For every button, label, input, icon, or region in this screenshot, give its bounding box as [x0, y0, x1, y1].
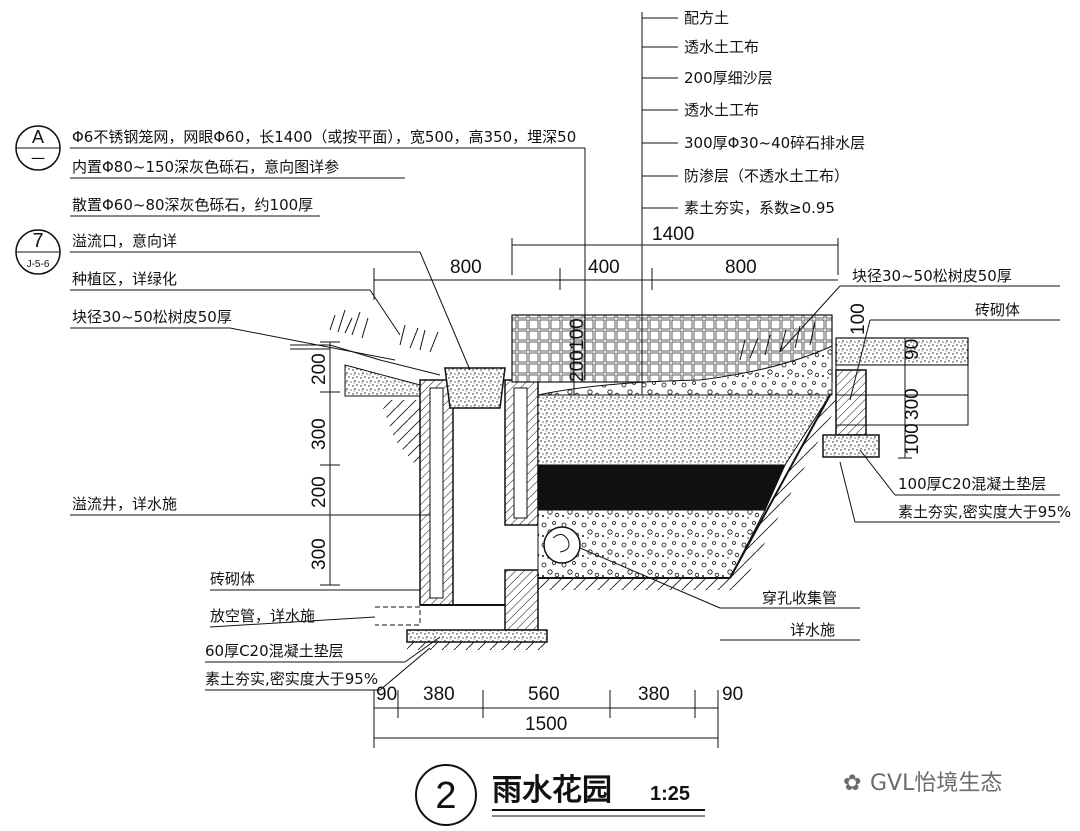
dim-mid-v1: 200 — [567, 350, 588, 382]
dim-top-right: 800 — [725, 257, 757, 278]
label-planting: 种植区，详绿化 — [72, 270, 177, 288]
watermark-text: GVL怡境生态 — [870, 771, 1002, 796]
label-overflow-port: 溢流口，意向详 — [72, 232, 177, 250]
dim-left-v2: 300 — [309, 418, 330, 450]
grass-plants-right — [739, 321, 816, 361]
overflow-well-right-wall-lower — [504, 569, 539, 631]
dim-bottom-3: 560 — [528, 684, 560, 705]
grass-plants-left — [329, 309, 439, 353]
layer-label-2: 透水土工布 — [684, 38, 759, 56]
dim-top-total: 1400 — [652, 224, 694, 245]
layer-label-7: 素土夯实，系数≥0.95 — [684, 199, 835, 217]
wechat-icon: ✿ — [843, 770, 861, 795]
dim-left-v4: 300 — [309, 538, 330, 570]
overflow-grate — [444, 367, 506, 409]
detail-number: 2 — [435, 775, 456, 817]
dim-right-v4: 90 — [902, 339, 923, 360]
bubble-ref-bottom: J-5-6 — [27, 259, 50, 270]
dim-top-mid: 400 — [588, 257, 620, 278]
dim-bottom-5: 90 — [722, 684, 743, 705]
fine-sand-layer — [537, 464, 786, 511]
dim-right-v1: 100 — [848, 303, 869, 335]
concrete-footing-right — [822, 434, 880, 458]
bubble-ref: 7 J-5-6 — [15, 229, 61, 275]
bubble-ref-top: 7 — [32, 230, 43, 252]
label-bark-right: 块径30~50松树皮50厚 — [852, 267, 1012, 285]
dim-right-v2: 300 — [902, 388, 923, 420]
label-compact-left: 素土夯实,密实度大于95% — [205, 670, 378, 688]
bubble-a-bottom: 一 — [31, 151, 45, 167]
layer-label-6: 防渗层（不透水土工布） — [684, 167, 849, 185]
dim-top-left: 800 — [450, 257, 482, 278]
dim-bottom-2: 380 — [423, 684, 455, 705]
concrete-pad-left — [406, 629, 548, 643]
dim-bottom-total: 1500 — [525, 714, 567, 735]
label-scatter-gravel: 散置Φ60~80深灰色砾石，约100厚 — [72, 196, 313, 214]
label-brick-right: 砖砌体 — [975, 301, 1020, 319]
soil-mix-layer — [537, 394, 831, 466]
dim-left-v3: 200 — [309, 476, 330, 508]
layer-label-1: 配方土 — [684, 9, 729, 27]
label-pipe-detail: 详水施 — [790, 621, 835, 639]
dim-mid-v2: 100 — [567, 318, 588, 350]
bubble-a: A 一 — [15, 125, 61, 171]
watermark: ✿ GVL怡境生态 — [843, 770, 1002, 796]
drawing-scale: 1:25 — [650, 783, 690, 805]
brick-wall-right — [835, 369, 867, 436]
label-concrete-right: 100厚C20混凝土垫层 — [898, 475, 1046, 493]
dimension-lines — [320, 238, 912, 748]
label-bark-left: 块径30~50松树皮50厚 — [72, 308, 232, 326]
label-perforated-pipe: 穿孔收集管 — [762, 589, 837, 607]
dim-bottom-1: 90 — [376, 684, 397, 705]
label-concrete-left: 60厚C20混凝土垫层 — [205, 642, 344, 660]
layer-label-4: 透水土工布 — [684, 101, 759, 119]
drawing-title: 雨水花园 — [492, 773, 612, 808]
bubble-a-top: A — [32, 127, 44, 147]
label-drain-pipe: 放空管，详水施 — [210, 607, 315, 625]
label-inner-gravel: 内置Φ80~150深灰色砾石，意向图详参 — [72, 158, 339, 176]
label-cage: Φ6不锈钢笼网，网眼Φ60，长1400（或按平面），宽500，高350，埋深50 — [72, 128, 576, 146]
label-overflow-well: 溢流井，详水施 — [72, 495, 177, 513]
layer-label-5: 300厚Φ30~40碎石排水层 — [684, 134, 865, 152]
label-brick-left: 砖砌体 — [210, 570, 255, 588]
perforated-pipe-icon — [543, 526, 581, 564]
dim-right-v3: 100 — [902, 423, 923, 455]
dim-left-v1: 200 — [309, 353, 330, 385]
title-block: 2 雨水花园 1:25 — [415, 764, 705, 826]
label-compact-right: 素土夯实,密实度大于95% — [898, 503, 1071, 521]
layer-label-3: 200厚细沙层 — [684, 69, 773, 87]
dim-bottom-4: 380 — [638, 684, 670, 705]
